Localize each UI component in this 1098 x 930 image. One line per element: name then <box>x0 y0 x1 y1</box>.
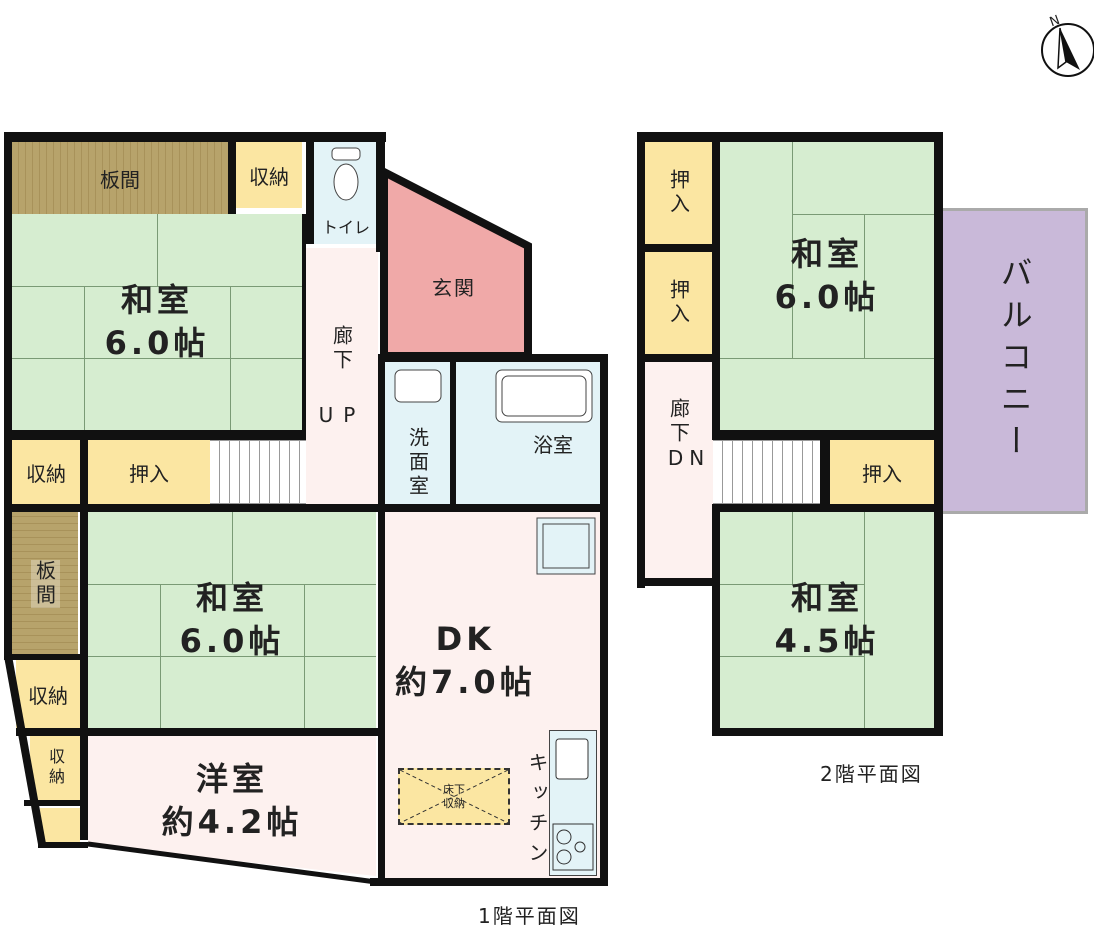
room-toilet: トイレ <box>314 142 378 244</box>
cross-mark-icon <box>400 770 508 823</box>
room-name: 和室 <box>120 280 193 319</box>
room-washitsu-top: 和室 6.0帖 <box>12 214 302 430</box>
room-size: 約4.2帖 <box>161 803 303 841</box>
room-washitsu-2f-bottom: 和室 4.5帖 <box>720 512 934 728</box>
underfloor-storage[interactable]: 床下収納 <box>398 768 510 825</box>
room-size: 4.5帖 <box>774 622 880 660</box>
room-yoshitsu: 洋室約4.2帖 <box>88 736 376 876</box>
underfloor-label: 床下収納 <box>443 783 465 810</box>
room-size: 約7.0帖 <box>395 663 536 702</box>
room-label: 押入 <box>666 169 691 217</box>
floor2-title: 2階平面図 <box>820 762 923 786</box>
compass-arrow-icon <box>1041 23 1095 77</box>
room-oshiire-2f-1: 押入 <box>645 142 713 244</box>
room-storage-left3: 収納 <box>30 736 80 800</box>
room-name: 和室 <box>195 578 268 617</box>
stairs-2f <box>713 440 820 504</box>
room-label: 収納 <box>46 748 65 788</box>
fridge-icon <box>536 517 596 575</box>
room-size: 6.0帖 <box>774 278 880 316</box>
room-oshiire: 押入 <box>88 440 210 504</box>
room-label: 収納 <box>26 461 66 486</box>
room-label: 洗面室 <box>405 427 430 499</box>
genkan-room <box>380 168 532 360</box>
room-oshiire-2f-2: 押入 <box>645 252 713 354</box>
room-label: 押入 <box>666 279 691 327</box>
wall-slanted <box>4 655 100 848</box>
room-label: 押入 <box>862 461 902 486</box>
room-washitsu-2f-top: 和室 6.0帖 <box>720 142 934 430</box>
room-bathroom: 浴室 <box>456 362 600 505</box>
room-label: 収納 <box>28 683 68 708</box>
room-label: 廊下 <box>329 325 354 373</box>
compass: N <box>1038 13 1095 78</box>
room-name: DK <box>435 620 496 658</box>
room-label: バルコニー <box>995 256 1034 466</box>
room-dk: DK 約7.0帖 床下収納 キッチン <box>385 512 600 878</box>
room-storage-top: 収納 <box>236 142 302 208</box>
stove-icon <box>552 823 594 871</box>
room-balcony: バルコニー <box>940 208 1088 514</box>
room-size: 6.0帖 <box>179 622 285 660</box>
room-oshiire-2f-3: 押入 <box>830 440 934 504</box>
room-storage-left: 収納 <box>12 440 80 504</box>
room-itama-top: 板間 <box>12 142 228 214</box>
room-washitsu-mid: 和室 6.0帖 <box>88 512 376 728</box>
room-name: 和室 <box>790 578 863 617</box>
toilet-icon <box>331 147 361 201</box>
room-name: 洋室 <box>195 759 268 798</box>
room-hallway: 廊下 UP <box>306 248 378 504</box>
room-genkan-label: 玄関 <box>432 276 476 300</box>
room-itama-left: 板間 <box>12 512 78 656</box>
wall-slanted-bottom <box>87 841 377 885</box>
room-storage-left2: 収納 <box>16 660 80 728</box>
room-size: 6.0帖 <box>104 324 210 362</box>
room-label: トイレ <box>321 218 370 237</box>
room-hallway-2f: 廊下 DN <box>645 362 713 578</box>
room-label: 押入 <box>129 461 169 486</box>
room-label: 浴室 <box>533 433 573 457</box>
room-storage-small <box>40 808 80 842</box>
room-label: 廊下 <box>666 398 691 446</box>
sink-icon <box>394 369 442 403</box>
kitchen-counter <box>549 730 597 876</box>
stairs-1f <box>210 440 306 504</box>
room-label: 板間 <box>100 167 140 192</box>
floor1-title: 1階平面図 <box>478 904 581 928</box>
room-name: 和室 <box>790 234 863 273</box>
stairs-up-label: UP <box>318 403 366 427</box>
room-label: 収納 <box>249 164 289 189</box>
room-washroom: 洗面室 <box>385 362 451 505</box>
stairs-down-label: DN <box>667 446 711 470</box>
room-label: 板間 <box>30 560 60 608</box>
kitchen-label: キッチン <box>525 752 549 872</box>
kitchen-sink-icon <box>555 738 589 780</box>
bathtub-icon <box>495 369 593 423</box>
